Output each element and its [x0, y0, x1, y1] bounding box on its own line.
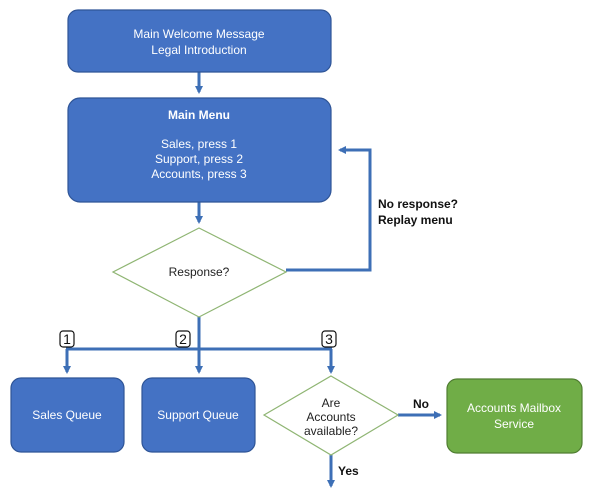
branch-number-2: 2: [179, 331, 187, 347]
support-queue-box: Support Queue: [141, 377, 256, 453]
branch-number-3: 3: [325, 331, 333, 347]
branch-marker-1: 1: [59, 330, 75, 348]
menu-option-sales: Sales, press 1: [161, 137, 237, 151]
accounts-decision: Are Accounts available?: [262, 375, 400, 456]
mailbox-line1: Accounts Mailbox: [467, 401, 561, 415]
no-label: No: [413, 397, 429, 411]
accounts-decision-line1: Are: [322, 396, 341, 410]
mailbox-line2: Service: [494, 417, 534, 431]
support-queue-label: Support Queue: [157, 408, 239, 422]
branch-number-1: 1: [63, 331, 71, 347]
menu-option-support: Support, press 2: [155, 152, 243, 166]
no-response-line1: No response?: [378, 197, 458, 211]
branch-marker-3: 3: [321, 330, 337, 348]
connectors: [63, 72, 442, 488]
response-label: Response?: [169, 265, 230, 279]
arrow-replay-menu: [286, 146, 372, 272]
accounts-mailbox-box: Accounts Mailbox Service: [446, 378, 583, 454]
accounts-decision-line2: Accounts: [306, 410, 355, 424]
sales-queue-label: Sales Queue: [32, 408, 102, 422]
welcome-line2: Legal Introduction: [151, 43, 246, 57]
response-decision: Response?: [111, 227, 288, 318]
no-response-label: No response? Replay menu: [378, 197, 458, 227]
accounts-decision-line3: available?: [304, 424, 358, 438]
main-menu-title: Main Menu: [168, 108, 230, 122]
sales-queue-box: Sales Queue: [10, 377, 125, 453]
main-menu-box: Main Menu Sales, press 1 Support, press …: [67, 97, 332, 203]
yes-label: Yes: [338, 464, 359, 478]
welcome-line1: Main Welcome Message: [133, 27, 264, 41]
menu-option-accounts: Accounts, press 3: [151, 167, 247, 181]
branch-marker-2: 2: [175, 330, 191, 348]
welcome-box: Main Welcome Message Legal Introduction: [67, 9, 332, 73]
no-response-line2: Replay menu: [378, 213, 453, 227]
